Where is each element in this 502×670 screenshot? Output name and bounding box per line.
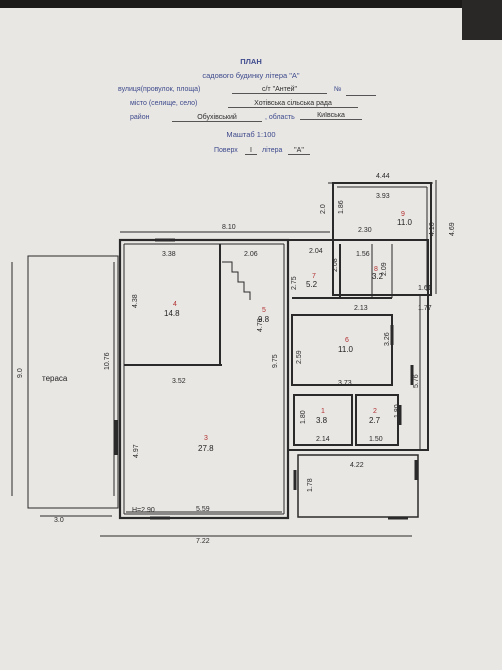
room-area-8: 3.2 xyxy=(372,272,384,281)
dim-label: 4.22 xyxy=(350,462,364,469)
village-value: Хотівська сільська рада xyxy=(228,100,358,108)
dim-label: 9.75 xyxy=(272,354,279,368)
dim-label: 2.75 xyxy=(291,276,298,290)
room-number-8: 8 xyxy=(374,266,378,273)
room-number-1: 1 xyxy=(321,408,325,415)
dim-label: 2.09 xyxy=(381,262,388,276)
dim-label: 5.59 xyxy=(196,506,210,513)
room-area-9: 11.0 xyxy=(397,218,413,227)
number-value-line xyxy=(346,86,376,96)
dim-label: 3.73 xyxy=(338,380,352,387)
plan-subtitle: садового будинку літера "А" xyxy=(202,71,300,80)
dim-label: 4.97 xyxy=(133,444,140,458)
dim-label: 4.44 xyxy=(376,173,390,180)
oblast-label: , область xyxy=(265,114,295,121)
dim-label: 1.77 xyxy=(418,305,432,312)
height-label: H=2.90 xyxy=(132,507,155,514)
dim-label: 1.80 xyxy=(394,404,401,418)
dim-label: 7.22 xyxy=(196,538,210,545)
room-number-2: 2 xyxy=(373,408,377,415)
number-label: № xyxy=(334,86,342,93)
room-number-9: 9 xyxy=(401,211,405,218)
dim-label: 10.76 xyxy=(104,352,111,370)
dim-label: 3.38 xyxy=(162,251,176,258)
dim-label: 4.38 xyxy=(132,294,139,308)
floor-label: Поверх xyxy=(214,147,238,154)
dim-label: 4.78 xyxy=(257,318,264,332)
dim-label: 3.26 xyxy=(384,332,391,346)
right-block-wall xyxy=(287,239,429,451)
dim-label: 3.93 xyxy=(376,193,390,200)
dim-label: 2.08 xyxy=(332,258,339,272)
dim-label: 5.76 xyxy=(413,374,420,388)
room-area-6: 11.0 xyxy=(338,345,354,354)
document-sheet xyxy=(0,8,502,670)
letter-label: літера xyxy=(262,147,283,154)
dim-label: 2.59 xyxy=(296,350,303,364)
dim-label: 9.0 xyxy=(17,368,24,378)
district-label: район xyxy=(130,114,150,121)
dim-label: 4.16 xyxy=(429,222,436,236)
scale-label: Маштаб 1:100 xyxy=(226,130,276,139)
dim-label: 1.56 xyxy=(356,251,370,258)
room-area-7: 5.2 xyxy=(306,280,318,289)
room-number-4: 4 xyxy=(173,301,177,308)
dim-label: 1.50 xyxy=(369,436,383,443)
main-block-wall xyxy=(118,238,290,520)
terrace-outline xyxy=(27,255,119,509)
room-number-6: 6 xyxy=(345,337,349,344)
dim-label: 8.10 xyxy=(222,224,236,231)
street-label: вулиця(провулок, площа) xyxy=(118,86,201,93)
dim-label: 1.80 xyxy=(300,410,307,424)
room-area-4: 14.8 xyxy=(164,309,180,318)
room-area-1: 3.8 xyxy=(316,416,328,425)
village-label: місто (селище, село) xyxy=(130,100,198,107)
oblast-value: Київська xyxy=(300,112,362,120)
dim-label: 3.0 xyxy=(54,517,64,524)
room-area-3: 27.8 xyxy=(198,444,214,453)
dim-label: 3.52 xyxy=(172,378,186,385)
room-number-3: 3 xyxy=(204,435,208,442)
dim-label: 1.78 xyxy=(307,478,314,492)
room-number-7: 7 xyxy=(312,273,316,280)
district-value: Обухівський xyxy=(172,114,262,122)
dim-label: 4.69 xyxy=(449,222,456,236)
letter-value: "А" xyxy=(288,147,310,155)
dim-label: 2.06 xyxy=(244,251,258,258)
street-value: с/т "Антей" xyxy=(232,86,327,94)
background-object xyxy=(462,0,502,40)
dim-label: 2.14 xyxy=(316,436,330,443)
plan-title: ПЛАН xyxy=(240,57,262,66)
dim-label: 2.04 xyxy=(309,248,323,255)
room-area-5: 9.8 xyxy=(258,315,270,324)
dim-label: 2.13 xyxy=(354,305,368,312)
floor-value: І xyxy=(245,147,257,155)
dim-label: 1.61 xyxy=(418,285,432,292)
dim-label: 2.0 xyxy=(320,204,327,214)
room-number-5: 5 xyxy=(262,307,266,314)
room-area-2: 2.7 xyxy=(369,416,381,425)
terrace-label: тераса xyxy=(42,374,68,383)
dim-label: 2.30 xyxy=(358,227,372,234)
dim-label: 1.86 xyxy=(338,200,345,214)
